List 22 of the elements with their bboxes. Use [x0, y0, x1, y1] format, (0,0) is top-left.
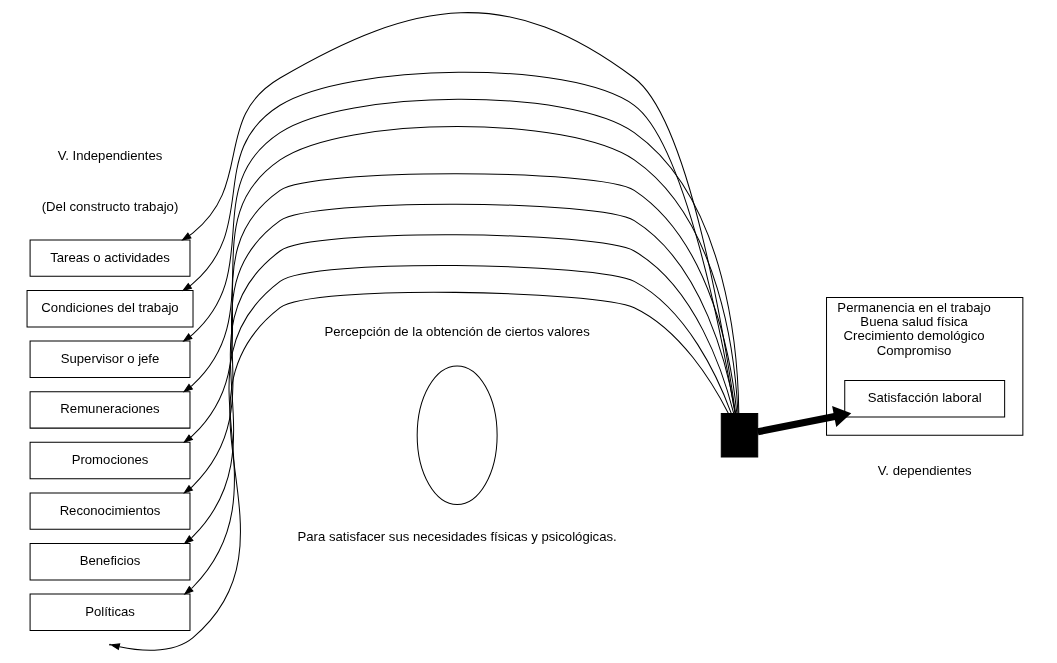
- arrow: [183, 234, 734, 545]
- arrow: [183, 265, 732, 595]
- label: V. Independientes: [57, 148, 162, 164]
- arrow: [756, 406, 851, 436]
- node-circle: [416, 365, 498, 506]
- node-box: Promociones: [29, 441, 190, 480]
- node-box: Beneficios: [29, 543, 190, 581]
- arrow: [182, 173, 737, 444]
- label: Para satisfacer sus necesidades físicas y psicológicas.: [297, 528, 617, 544]
- label: Percepción de la obtención de ciertos valores: [324, 324, 590, 340]
- node-bar: [720, 412, 758, 458]
- node-box: Condiciones del trabajo: [26, 290, 194, 328]
- arrow: [182, 203, 736, 494]
- node-box: Reconocimientos: [29, 492, 190, 530]
- node-box: Tareas o actividades: [29, 239, 190, 277]
- node-box: Satisfacción laboral: [843, 380, 1005, 418]
- label: (Del constructo trabajo): [41, 198, 178, 214]
- node-box: Políticas: [29, 593, 190, 632]
- node-box: Remuneraciones: [29, 391, 190, 429]
- label: V. dependientes: [877, 463, 972, 479]
- node-box: Supervisor o jefe: [29, 340, 190, 379]
- arrow: [109, 291, 729, 651]
